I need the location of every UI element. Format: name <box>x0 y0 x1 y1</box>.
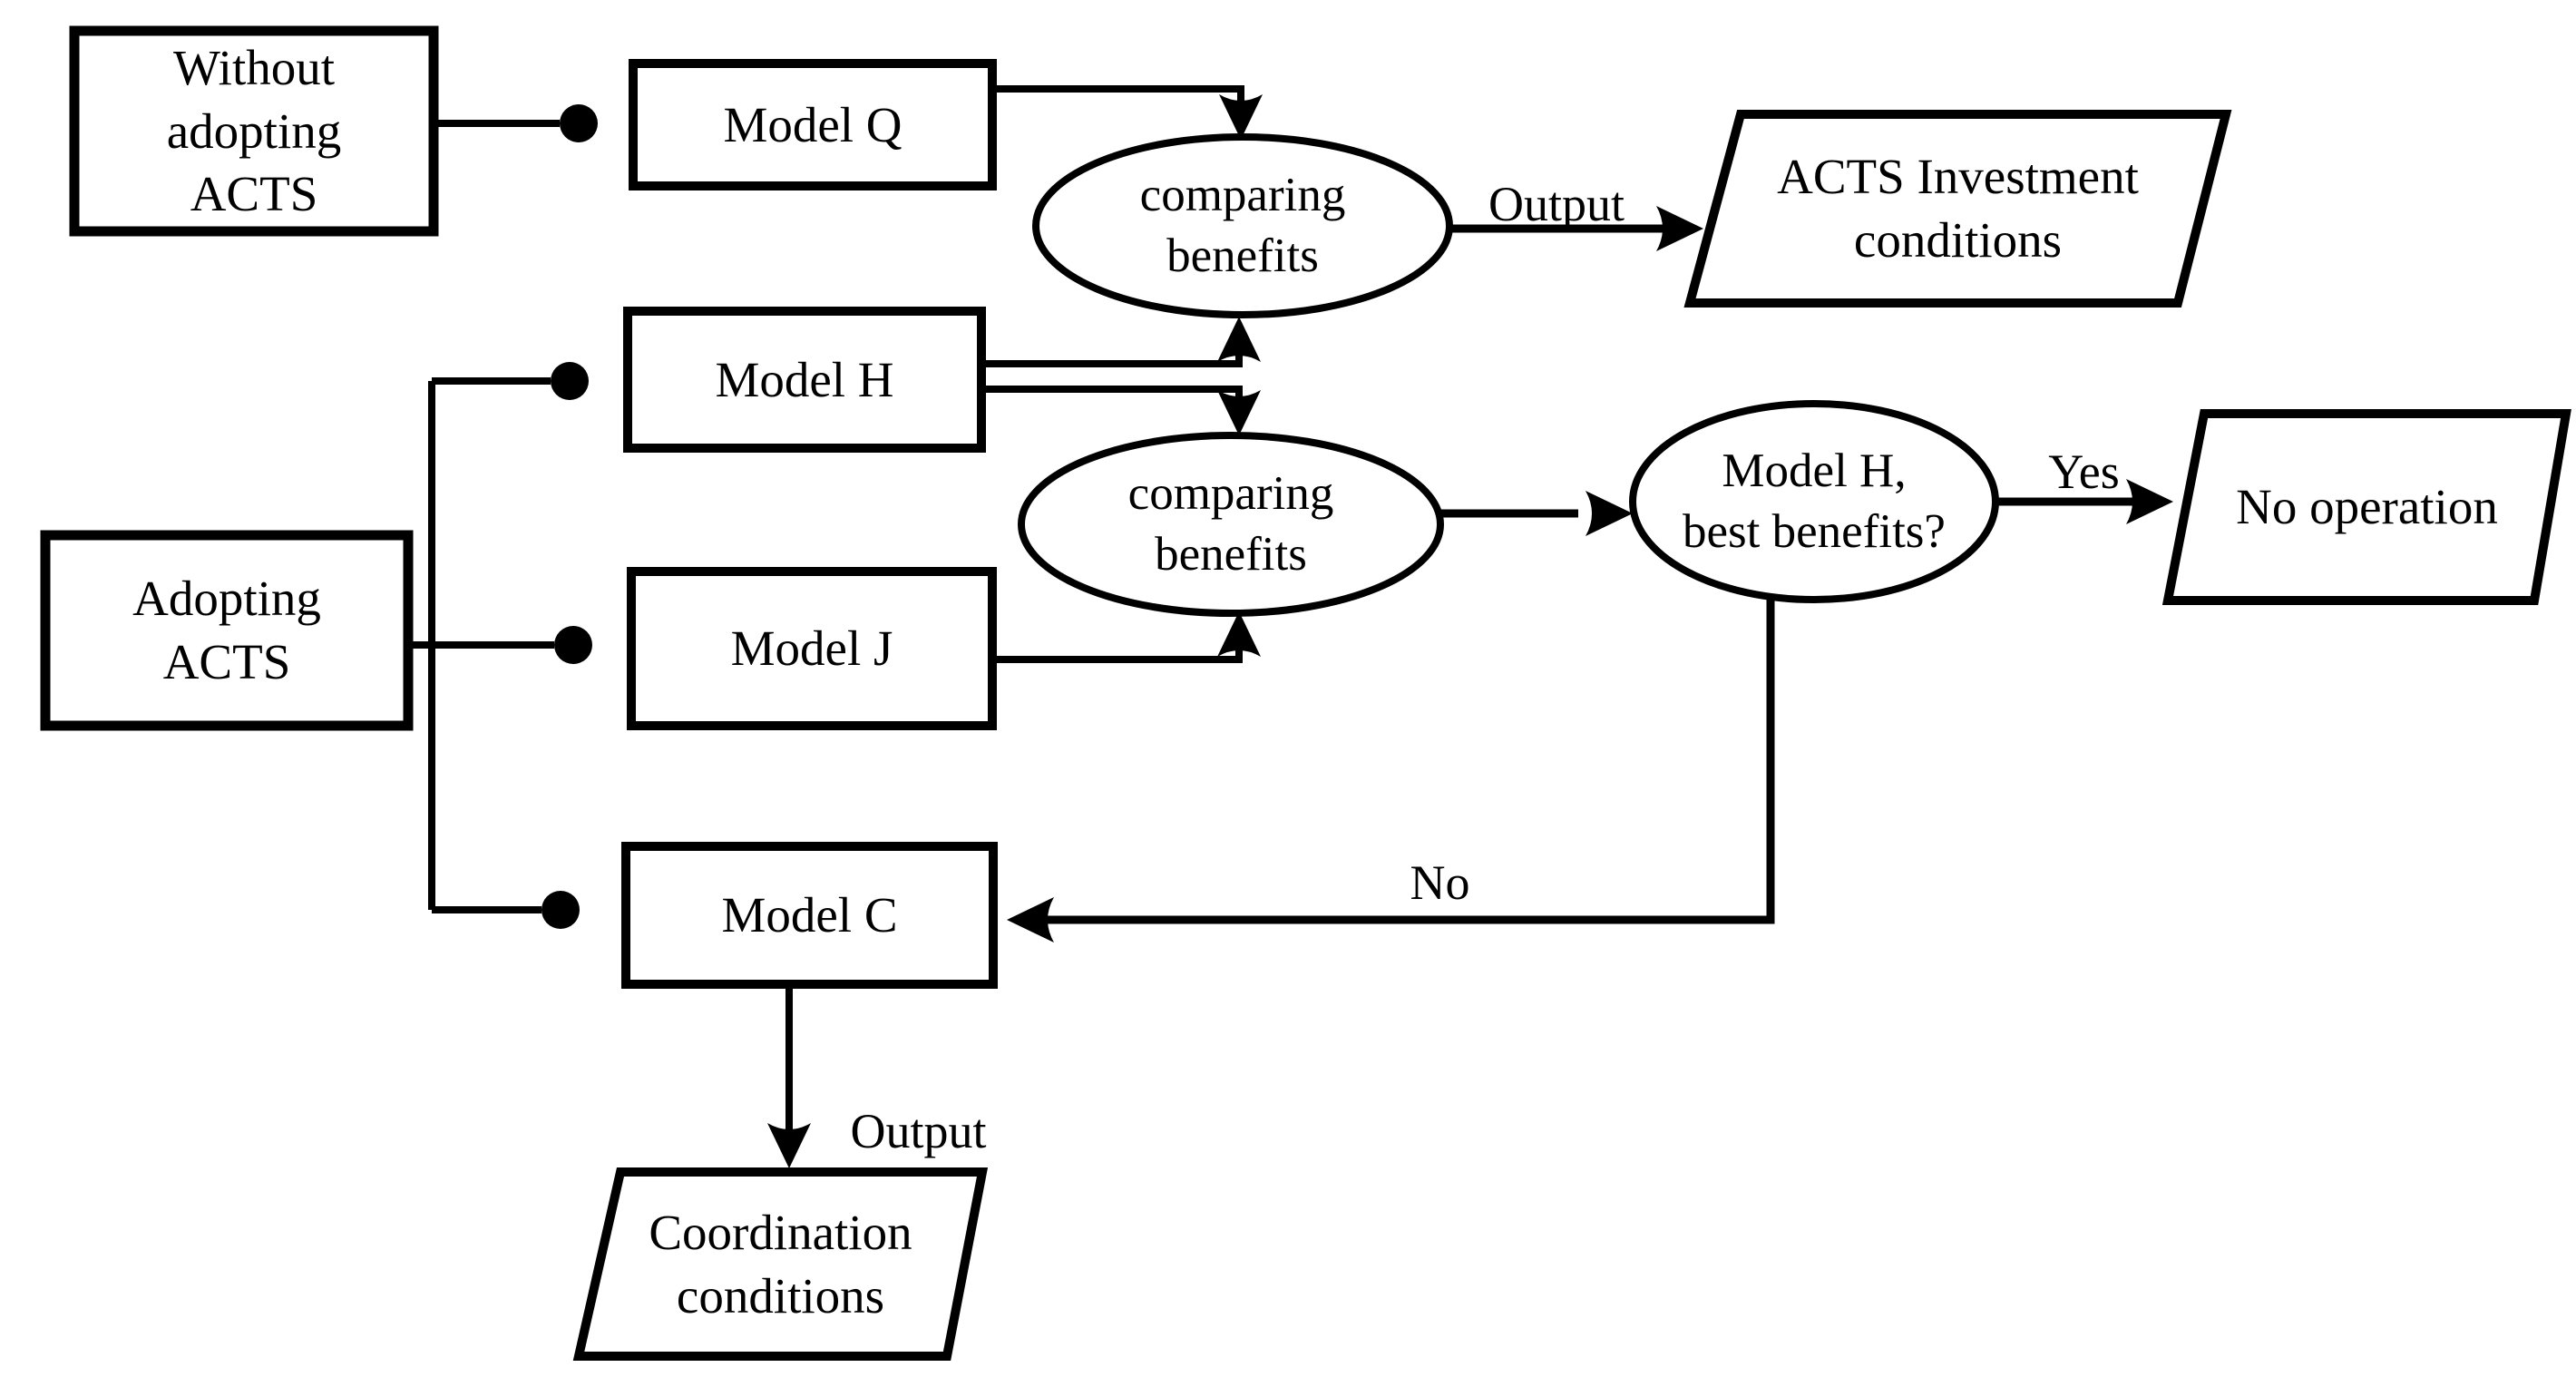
node-model-h: Model H <box>628 311 981 448</box>
node-label-line: Adopting <box>132 571 321 627</box>
node-label-line: conditions <box>676 1267 885 1324</box>
node-comparing-benefits-mid: comparing benefits <box>1021 435 1440 613</box>
node-label-line: best benefits? <box>1683 505 1946 558</box>
node-label-line: Coordination <box>649 1204 912 1260</box>
node-label-line: Model J <box>730 620 893 677</box>
arrowhead-decision-yes-to-no-operation <box>2126 479 2173 524</box>
node-label-line: comparing <box>1139 168 1346 221</box>
node-label-line: ACTS <box>162 634 291 689</box>
arrow-model-h-to-comparing-mid <box>981 386 1243 425</box>
arrowhead-model-q-to-comparing-top <box>1219 94 1263 140</box>
no-operation-parallelogram <box>2161 409 2571 605</box>
arrowhead-model-j-to-comparing-mid <box>1217 611 1261 657</box>
node-label-line: ACTS <box>190 166 318 222</box>
model-q-box <box>629 59 997 190</box>
node-comparing-benefits-top: comparing benefits <box>1036 137 1449 315</box>
arrow-model-q-to-comparing-top <box>992 85 1244 129</box>
comparing-benefits-mid-ellipse <box>1018 432 1444 617</box>
arrowhead-model-h-to-comparing-mid <box>1217 390 1261 435</box>
node-label-line: ACTS Investment <box>1777 149 2139 205</box>
node-without-acts: Without adopting ACTS <box>74 31 434 231</box>
edge-label-no: No <box>1410 855 1470 910</box>
connector-dot-model-q <box>560 104 598 142</box>
node-label-line: adopting <box>166 103 342 159</box>
arrowhead-model-c-to-coordination <box>767 1123 811 1168</box>
arrowhead-comparing-top-to-investment <box>1656 206 1703 251</box>
node-label-line: Model H, <box>1722 444 1907 497</box>
arrow-model-j-to-comparing-mid <box>992 622 1243 663</box>
arrowhead-model-h-to-comparing-top <box>1217 317 1261 362</box>
arrow-decision-no-to-model-c <box>1045 596 1775 924</box>
node-model-c: Model C <box>626 846 993 984</box>
node-no-operation: No operation <box>2168 414 2566 601</box>
edge-label-yes: Yes <box>2048 444 2120 499</box>
node-label-line: comparing <box>1127 466 1334 520</box>
edge-label-output-top: Output <box>1488 177 1625 231</box>
node-model-j: Model J <box>631 571 992 726</box>
model-c-box <box>621 842 998 989</box>
connector-dot-model-j <box>554 626 592 664</box>
node-adopting-acts: Adopting ACTS <box>45 535 408 726</box>
node-label-line: conditions <box>1853 212 2063 268</box>
edge-label-output-bottom: Output <box>850 1104 987 1158</box>
connector-dot-model-h <box>551 362 589 400</box>
acts-investment-parallelogram <box>1683 110 2232 308</box>
node-decision-model-h: Model H, best benefits? <box>1633 404 1995 600</box>
model-h-box <box>623 307 986 453</box>
decision-model-h-ellipse <box>1629 400 1999 603</box>
arrowhead-decision-no-to-model-c <box>1007 897 1054 943</box>
node-acts-investment: ACTS Investment conditions <box>1690 114 2226 303</box>
node-label-line: No operation <box>2236 479 2498 535</box>
model-j-box <box>627 567 997 730</box>
node-label-line: Model Q <box>723 96 903 152</box>
node-label-line: Model H <box>715 351 894 407</box>
node-label-line: benefits <box>1166 230 1319 282</box>
node-coordination: Coordination conditions <box>579 1172 982 1356</box>
arrowhead-comparing-mid-to-decision <box>1586 491 1633 536</box>
node-label-line: benefits <box>1155 528 1307 581</box>
adopting-acts-box <box>40 530 414 731</box>
without-acts-box <box>69 25 439 237</box>
connector-dot-model-c <box>542 891 580 929</box>
arrow-model-h-to-comparing-top <box>981 327 1243 367</box>
node-label-line: Model C <box>721 887 898 943</box>
node-label-line: Without <box>172 39 336 95</box>
node-model-q: Model Q <box>633 63 992 186</box>
coordination-parallelogram <box>572 1167 989 1361</box>
